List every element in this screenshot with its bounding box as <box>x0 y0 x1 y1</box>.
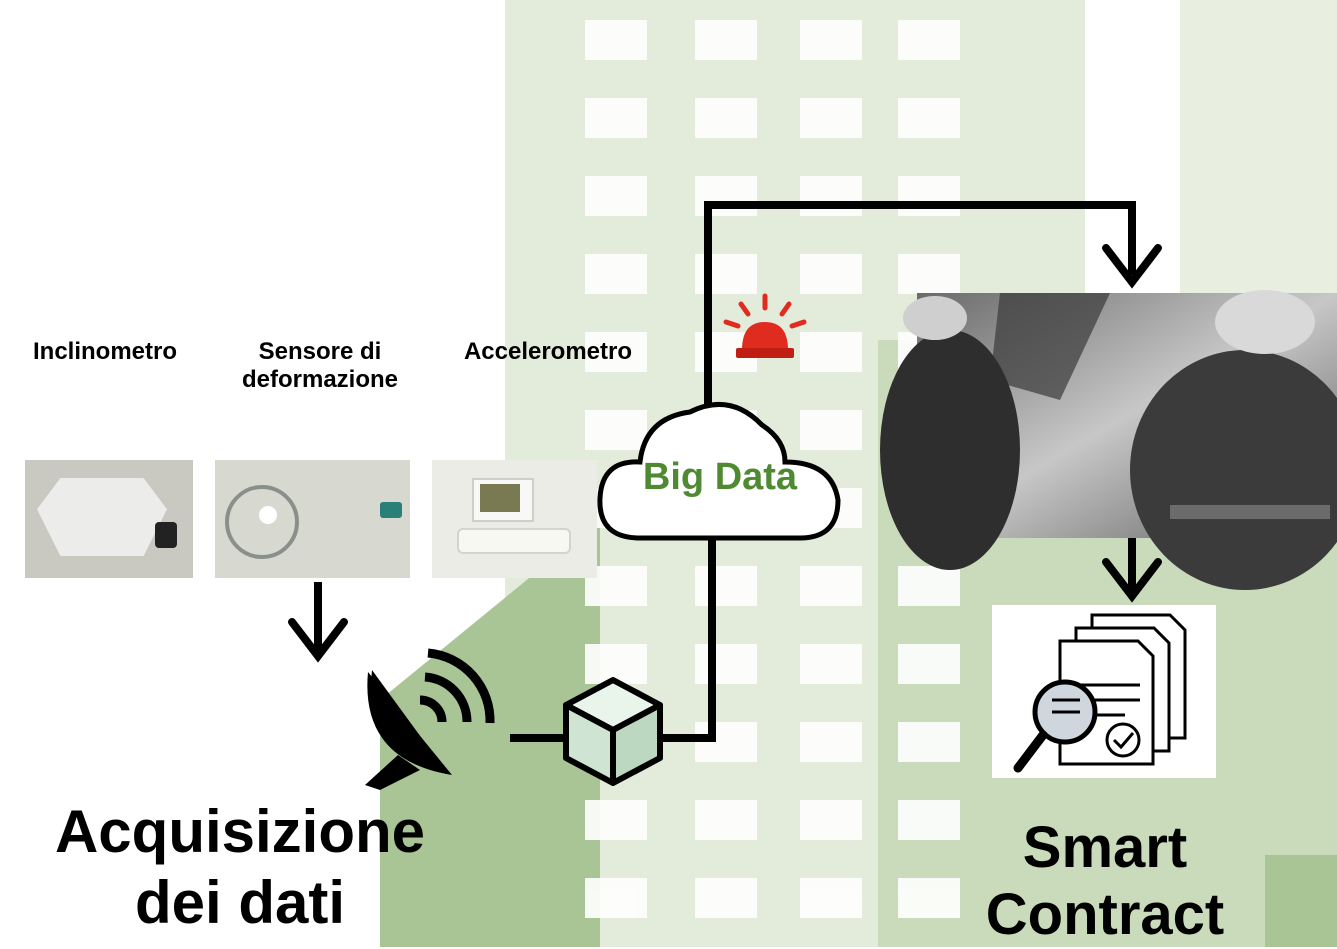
document-search-icon <box>992 605 1216 778</box>
building-window <box>585 410 647 450</box>
building-window <box>585 644 647 684</box>
building-window <box>585 98 647 138</box>
building-window <box>898 254 960 294</box>
arrow-down-icon <box>1102 244 1162 289</box>
cloud-icon <box>597 401 841 541</box>
building-window <box>898 722 960 762</box>
building-window <box>898 644 960 684</box>
building-window <box>898 98 960 138</box>
building-window <box>800 332 862 372</box>
building-window <box>898 20 960 60</box>
building-window <box>800 410 862 450</box>
cloud-label: Big Data <box>642 456 798 498</box>
building-window <box>695 800 757 840</box>
building-window <box>695 98 757 138</box>
building-window <box>800 98 862 138</box>
strain-sensor-photo <box>215 460 410 578</box>
building-window <box>800 722 862 762</box>
sensor-label-inclinometer: Inclinometro <box>32 338 177 365</box>
building-window <box>800 566 862 606</box>
building-window <box>585 20 647 60</box>
building-window <box>898 566 960 606</box>
arrow-down-icon <box>288 618 348 663</box>
alarm-light-icon <box>723 293 807 358</box>
building-window <box>585 176 647 216</box>
accelerometer-photo <box>432 460 597 578</box>
building-window <box>898 176 960 216</box>
building-window <box>695 566 757 606</box>
smart-contract-title-line2: Contract <box>985 882 1225 947</box>
building-window <box>585 878 647 918</box>
acquisition-title-line2: dei dati <box>134 869 346 936</box>
building-window <box>585 332 647 372</box>
building-window <box>695 20 757 60</box>
building-window <box>800 20 862 60</box>
sensor-label-strain: Sensore di deformazione <box>241 338 399 393</box>
building-window <box>695 878 757 918</box>
inclinometer-photo <box>25 460 193 578</box>
building-window <box>585 800 647 840</box>
building-window <box>800 800 862 840</box>
building-window <box>800 878 862 918</box>
workers-photo <box>880 290 1337 590</box>
satellite-dish-icon <box>365 648 495 790</box>
building-window <box>898 878 960 918</box>
building-window <box>800 176 862 216</box>
building-window <box>800 644 862 684</box>
arrow-heads <box>288 244 1162 663</box>
sensor-label-accelerometer: Accelerometro <box>463 338 633 365</box>
cube-icon <box>563 677 663 786</box>
smart-contract-title-line1: Smart <box>1022 815 1188 880</box>
building-window <box>695 644 757 684</box>
acquisition-title-line1: Acquisizione <box>54 798 426 865</box>
building-window <box>800 254 862 294</box>
flow-lines <box>314 201 1136 742</box>
building-window <box>585 254 647 294</box>
arrow-down-icon <box>1102 558 1162 603</box>
building-window <box>898 800 960 840</box>
